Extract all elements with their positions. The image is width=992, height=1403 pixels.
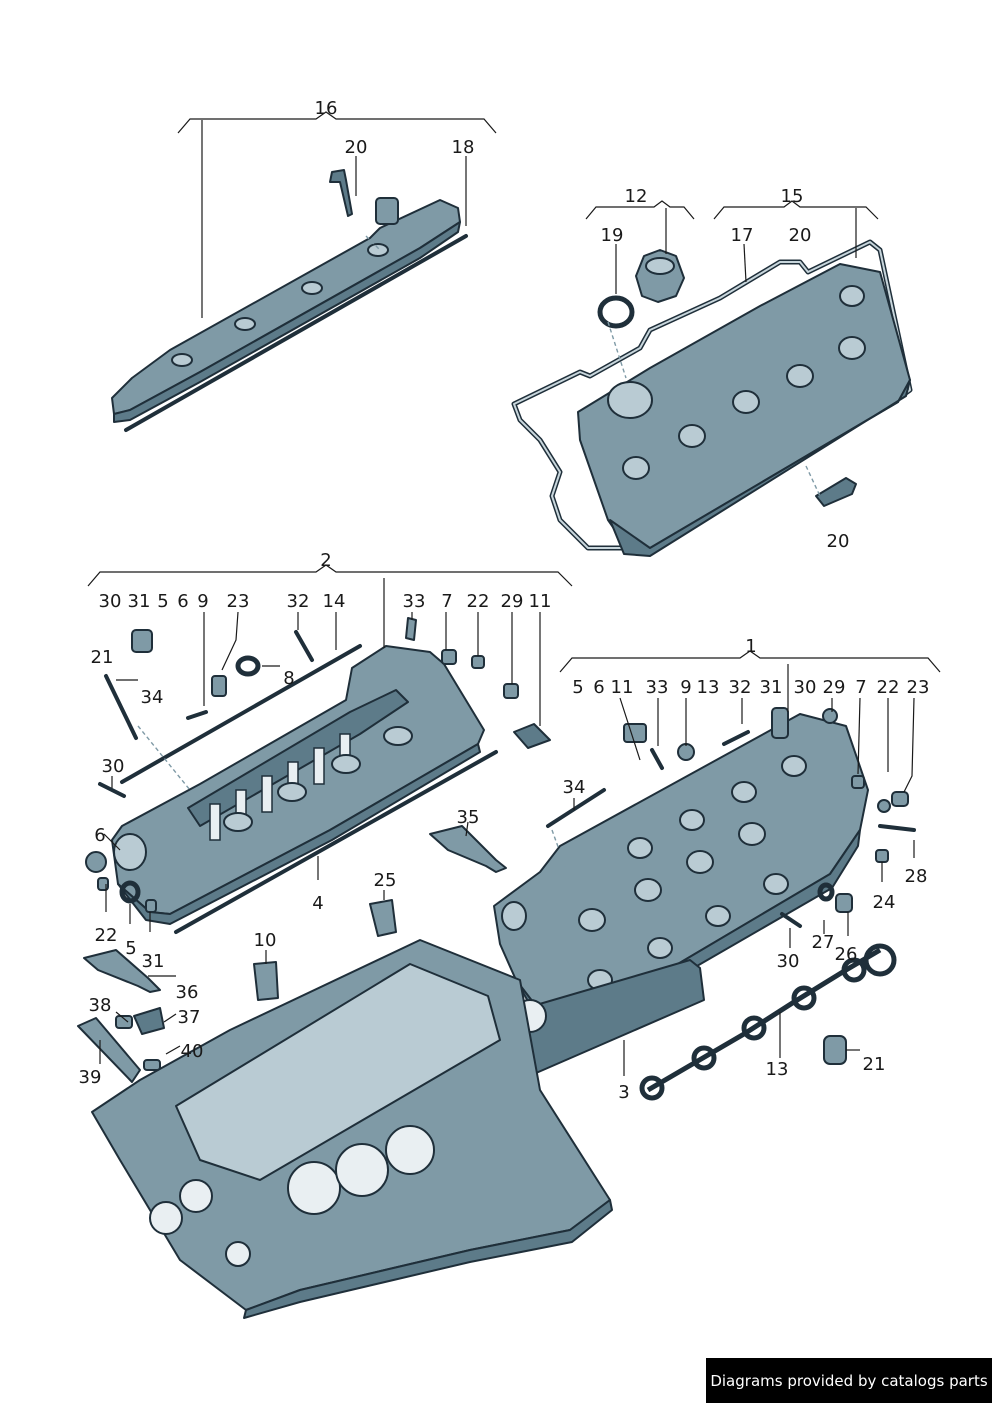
callout-39: 39 [79, 1067, 102, 1088]
callout-11: 11 [529, 591, 552, 612]
callout-19: 19 [601, 225, 624, 246]
leader-lines [99, 156, 915, 1076]
bracket-group-15 [713, 200, 879, 258]
assembly-guides [137, 235, 821, 881]
callout-33: 33 [646, 677, 669, 698]
part-cover-16 [111, 169, 468, 432]
callout-6: 6 [177, 591, 188, 612]
callout-21: 21 [91, 647, 114, 668]
part-engine-block [91, 939, 613, 1319]
callout-20: 20 [789, 225, 812, 246]
part-small-components [77, 617, 916, 1083]
callout-20: 20 [827, 531, 850, 552]
callout-29: 29 [823, 677, 846, 698]
callout-35: 35 [457, 807, 480, 828]
callout-4: 4 [312, 893, 323, 914]
callout-32: 32 [287, 591, 310, 612]
callout-30: 30 [102, 756, 125, 777]
callout-22: 22 [877, 677, 900, 698]
bracket-group-2 [87, 564, 573, 648]
callout-27: 27 [812, 932, 835, 953]
attribution-text: Diagrams provided by catalogs parts [710, 1371, 988, 1390]
callout-34: 34 [141, 687, 164, 708]
callout-16: 16 [315, 98, 338, 119]
callout-17: 17 [731, 225, 754, 246]
callout-22: 22 [467, 591, 490, 612]
callout-14: 14 [323, 591, 346, 612]
callout-10: 10 [254, 930, 277, 951]
callout-13: 13 [766, 1059, 789, 1080]
callout-23: 23 [227, 591, 250, 612]
callout-9: 9 [197, 591, 208, 612]
callout-31: 31 [142, 951, 165, 972]
callout-36: 36 [176, 982, 199, 1003]
callout-34: 34 [563, 777, 586, 798]
callout-1: 1 [745, 636, 756, 657]
part-oil-cap-12 [597, 249, 685, 329]
callout-32: 32 [729, 677, 752, 698]
callout-6: 6 [94, 825, 105, 846]
callout-7: 7 [855, 677, 866, 698]
callout-15: 15 [781, 186, 804, 207]
callout-37: 37 [178, 1007, 201, 1028]
callout-7: 7 [441, 591, 452, 612]
callout-12: 12 [625, 186, 648, 207]
callout-2: 2 [320, 550, 331, 571]
callout-20: 20 [345, 137, 368, 158]
callout-25: 25 [374, 870, 397, 891]
bracket-group-16 [177, 111, 497, 318]
part-cylinder-head-2 [111, 644, 498, 934]
callout-22: 22 [95, 925, 118, 946]
callout-labels: 16 20 18 12 15 19 17 20 20 2 30 31 5 6 9… [79, 98, 930, 1103]
callout-31: 31 [128, 591, 151, 612]
part-valve-cover-15 [511, 239, 913, 557]
callout-33: 33 [403, 591, 426, 612]
callout-30: 30 [99, 591, 122, 612]
callout-30: 30 [777, 951, 800, 972]
callout-6: 6 [593, 677, 604, 698]
callout-5: 5 [125, 938, 136, 959]
callout-21: 21 [863, 1054, 886, 1075]
callout-29: 29 [501, 591, 524, 612]
callout-24: 24 [873, 892, 896, 913]
callout-23: 23 [907, 677, 930, 698]
callout-28: 28 [905, 866, 928, 887]
bracket-group-1 [559, 650, 941, 712]
callout-3: 3 [618, 1082, 629, 1103]
callout-31: 31 [760, 677, 783, 698]
callout-8: 8 [283, 668, 294, 689]
callout-9: 9 [680, 677, 691, 698]
callout-13: 13 [697, 677, 720, 698]
bracket-group-12 [585, 200, 695, 254]
callout-5: 5 [572, 677, 583, 698]
part-cylinder-head-1 [493, 707, 869, 1045]
callout-26: 26 [835, 944, 858, 965]
callout-38: 38 [89, 995, 112, 1016]
attribution-footer: Diagrams provided by catalogs parts [706, 1358, 992, 1403]
callout-5: 5 [157, 591, 168, 612]
callout-30: 30 [794, 677, 817, 698]
callout-18: 18 [452, 137, 475, 158]
part-exhaust-gasket-13 [639, 943, 897, 1101]
callout-11: 11 [611, 677, 634, 698]
callout-40: 40 [181, 1041, 204, 1062]
